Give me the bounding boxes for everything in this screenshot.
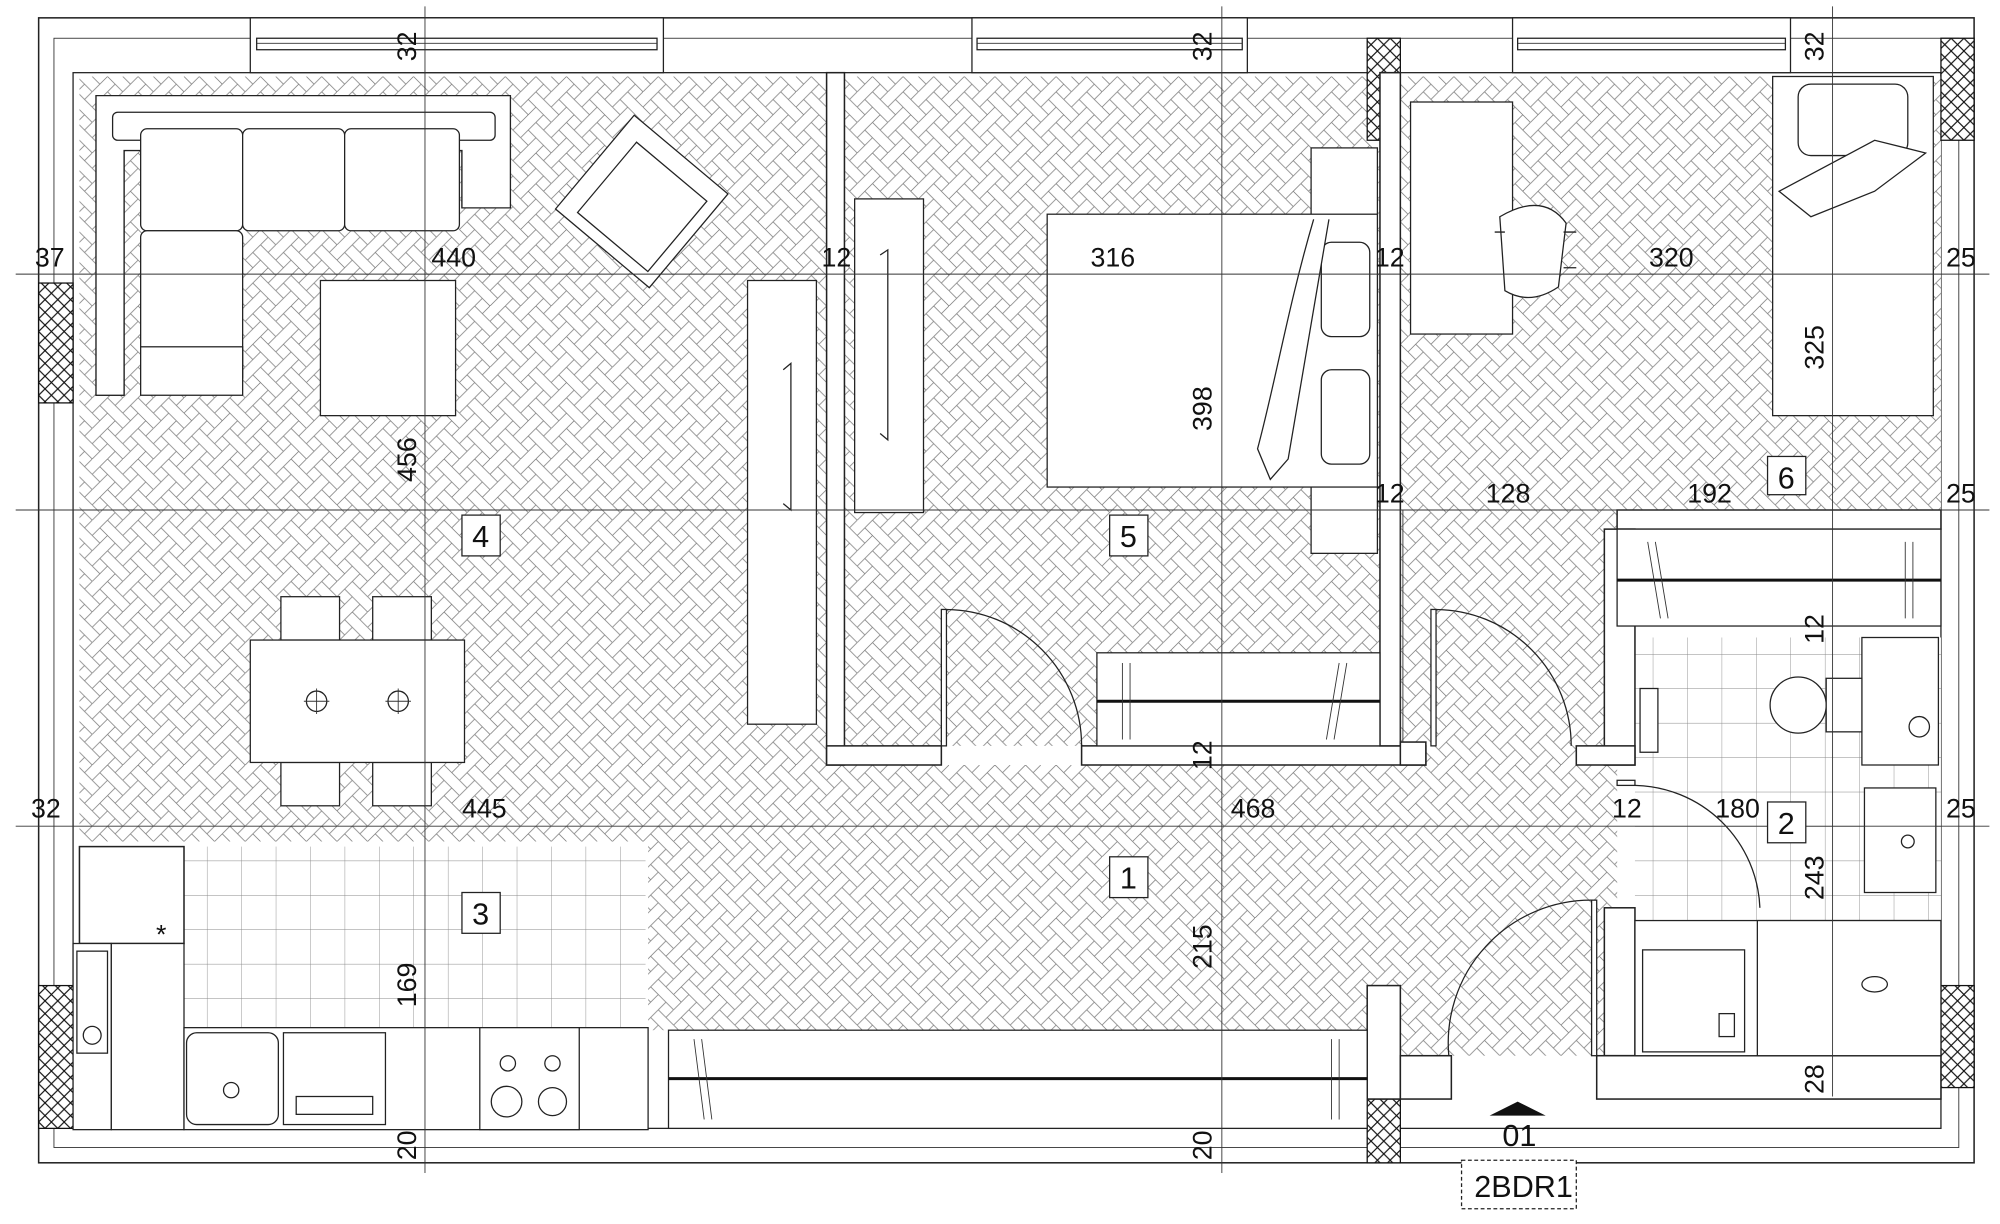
dim-bath-partition: 12 xyxy=(1800,614,1830,644)
single-bed xyxy=(1772,75,1934,417)
armchair xyxy=(554,114,729,289)
kitchen-counter: * xyxy=(72,920,649,1131)
room-3-floor xyxy=(184,846,646,1028)
dim-bottom-wall-mid: 20 xyxy=(1188,1130,1218,1160)
dim-partition-5-6: 12 xyxy=(1375,242,1405,272)
dim-room4-depth: 456 xyxy=(392,437,422,482)
windows xyxy=(249,17,1792,74)
coffee-table xyxy=(319,279,457,417)
entrance-arrow-icon xyxy=(1489,1101,1546,1116)
sofa xyxy=(95,94,512,396)
dim-top-wall-right: 32 xyxy=(1800,31,1830,61)
furniture: * xyxy=(72,75,1942,1131)
dim-partition-6-lower: 12 xyxy=(1375,478,1405,508)
dim-right-wall-upper: 25 xyxy=(1946,242,1976,272)
room-number-1: 1 xyxy=(1120,862,1137,896)
double-bed xyxy=(1046,147,1379,554)
dim-room2-width: 180 xyxy=(1715,793,1760,823)
dim-room6-width: 320 xyxy=(1649,242,1694,272)
dim-room1-width: 468 xyxy=(1231,793,1276,823)
unit-code: 2BDR1 xyxy=(1474,1170,1573,1204)
room-number-5: 5 xyxy=(1120,520,1137,554)
entrance-marker: 01 2BDR1 xyxy=(1460,1101,1577,1210)
dining-table xyxy=(249,596,466,807)
dim-right-wall-bottom: 28 xyxy=(1800,1064,1830,1094)
wardrobe-hall xyxy=(667,1029,1368,1130)
dim-room1-depth: 215 xyxy=(1188,924,1218,969)
dimension-labels: 32 32 32 37 440 12 316 12 320 25 325 398… xyxy=(31,31,1976,1160)
closet-hall xyxy=(1616,528,1942,627)
room-number-3: 3 xyxy=(472,897,489,931)
tv-unit xyxy=(746,279,818,725)
dim-room3-width: 445 xyxy=(462,793,507,823)
doors xyxy=(940,608,1761,1057)
dim-closet-a: 128 xyxy=(1486,478,1531,508)
dim-closet-b: 192 xyxy=(1687,478,1732,508)
dim-room5-depth: 398 xyxy=(1188,386,1218,431)
dim-room6-depth: 325 xyxy=(1800,325,1830,370)
interior-walls xyxy=(78,71,1942,1100)
dim-top-wall-left: 32 xyxy=(392,31,422,61)
room-number-4: 4 xyxy=(472,520,489,554)
svg-text:*: * xyxy=(156,920,166,950)
dim-room2-depth: 243 xyxy=(1800,855,1830,900)
wardrobe-room5-bottom xyxy=(1096,652,1381,747)
dim-room4-width: 440 xyxy=(431,242,476,272)
dim-room3-depth: 169 xyxy=(392,963,422,1008)
dim-partition-4-5: 12 xyxy=(822,242,852,272)
entrance-number: 01 xyxy=(1502,1119,1536,1153)
dim-room5-width: 316 xyxy=(1091,242,1136,272)
dim-right-wall-lower: 25 xyxy=(1946,793,1976,823)
dim-partition-1-2: 12 xyxy=(1612,793,1642,823)
dim-left-wall-upper: 37 xyxy=(35,242,65,272)
wardrobe-room5-left xyxy=(854,198,925,514)
bathroom-fixtures xyxy=(1634,636,1942,1057)
dim-room5-partition-bottom: 12 xyxy=(1188,740,1218,770)
dim-top-wall-mid: 32 xyxy=(1188,31,1218,61)
room-number-6: 6 xyxy=(1778,461,1795,495)
room-labels: 4 5 6 2 1 3 xyxy=(461,461,1807,934)
dim-right-wall-mid: 25 xyxy=(1946,478,1976,508)
dimension-lines xyxy=(15,6,1990,1173)
dim-bottom-wall-left: 20 xyxy=(392,1130,422,1160)
room-number-2: 2 xyxy=(1778,807,1795,841)
dim-left-wall-lower: 32 xyxy=(31,793,61,823)
